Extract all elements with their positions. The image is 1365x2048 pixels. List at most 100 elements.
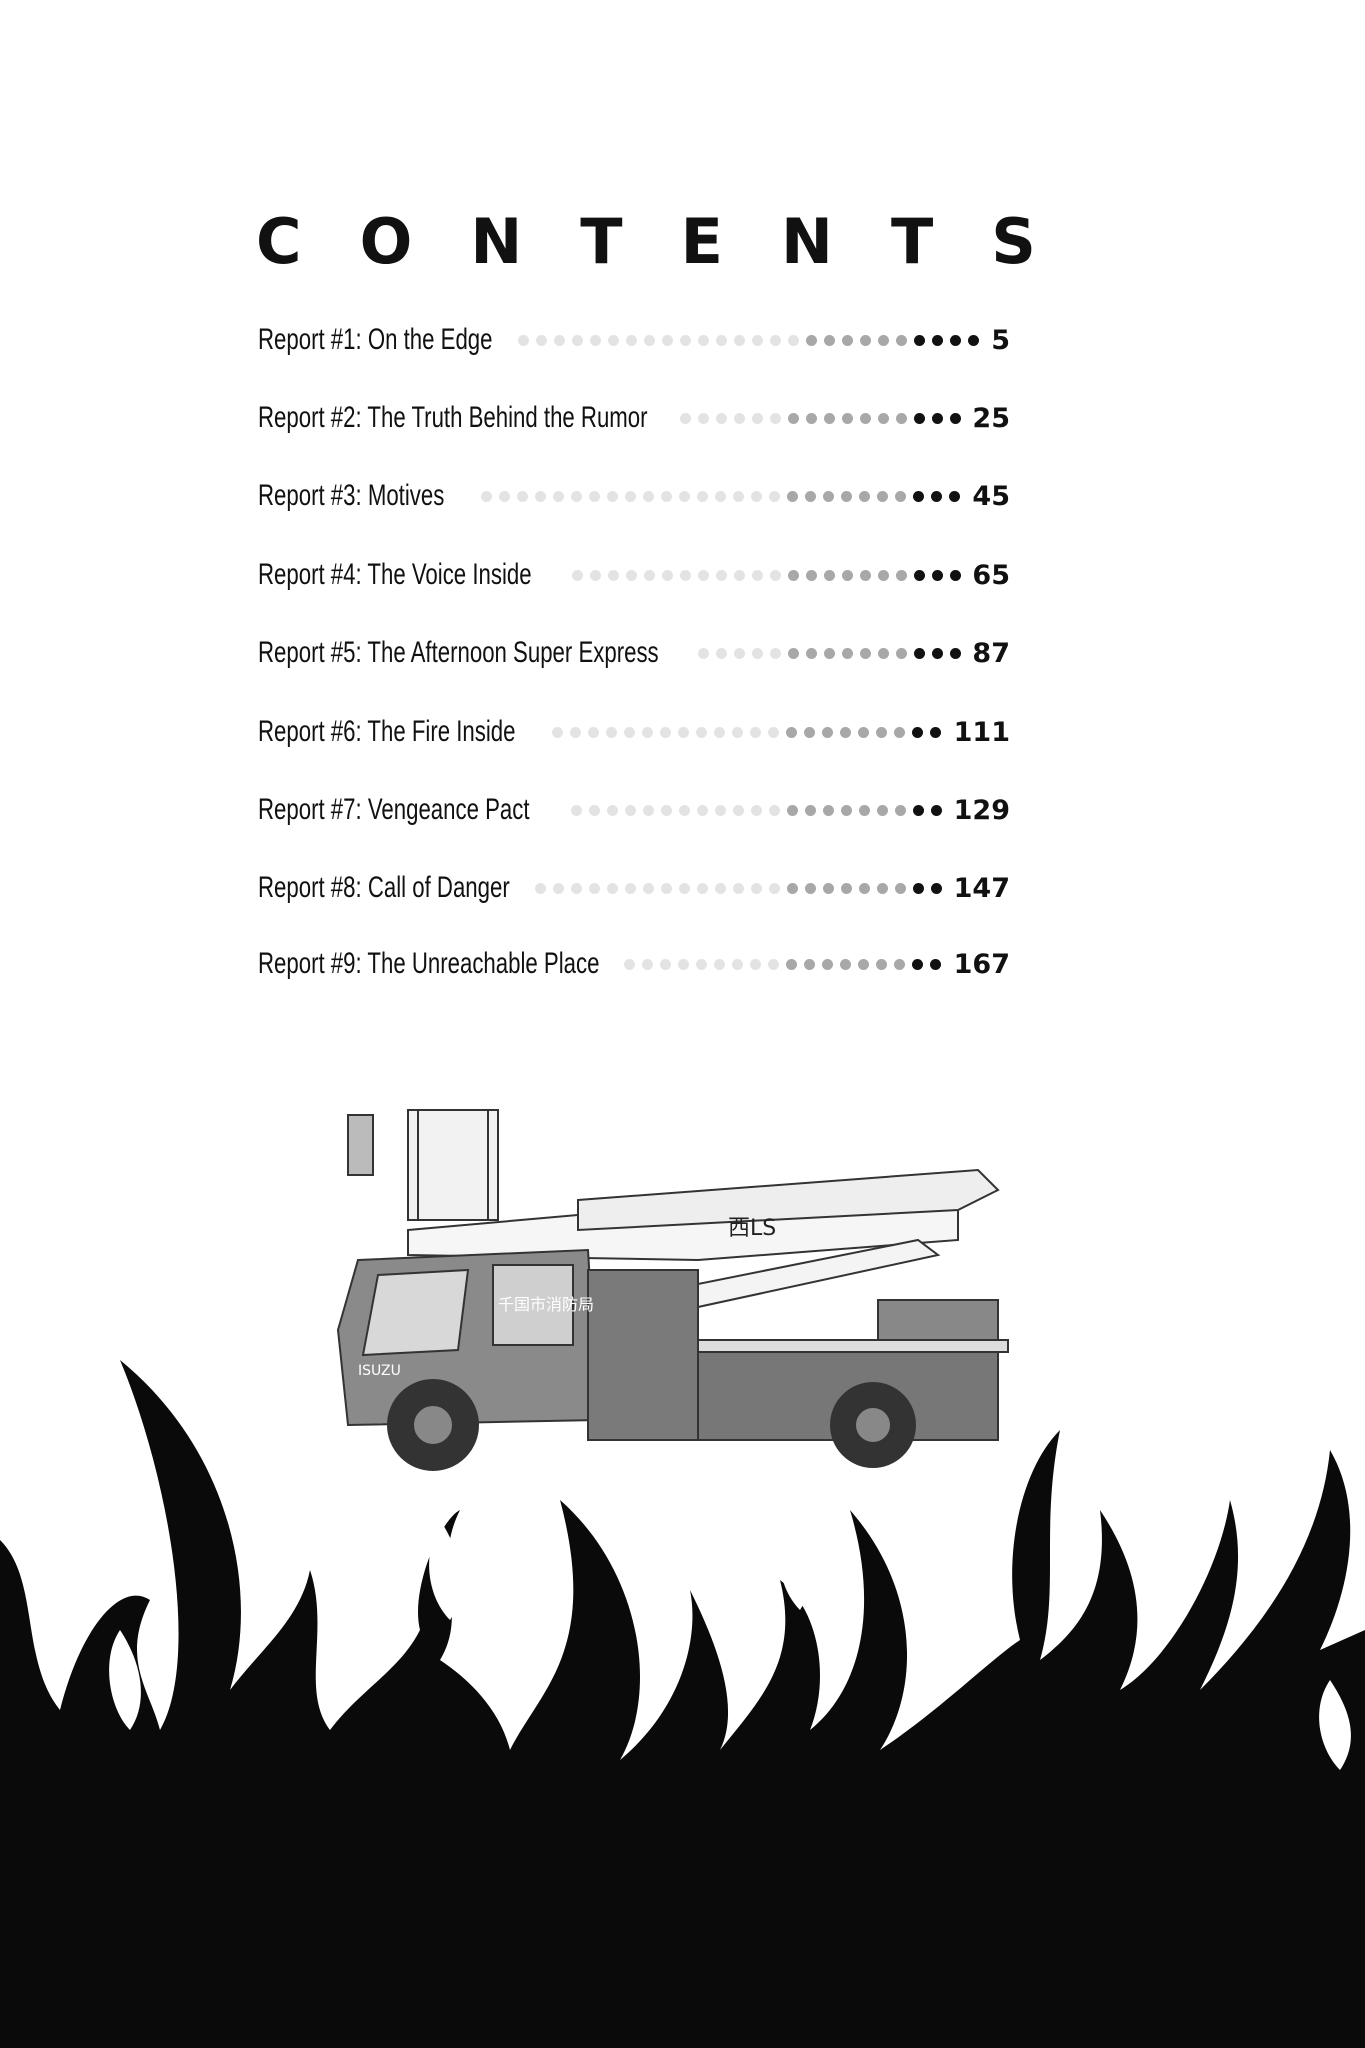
entry-page-number: 5 [991, 324, 1010, 356]
leader-dot [912, 959, 924, 970]
leader-dot [750, 727, 762, 738]
leader-dot [786, 883, 798, 894]
leader-dot [734, 335, 746, 346]
leader-dot [697, 491, 709, 502]
leader-dot [858, 883, 870, 894]
leader-dot [643, 491, 655, 502]
entry-page-number: 25 [972, 402, 1010, 434]
leader-dot [752, 335, 764, 346]
leader-dot [822, 805, 834, 816]
leader-dot [570, 727, 582, 738]
toc-entry[interactable]: Report #1: On the Edge 5 [258, 320, 1010, 360]
leader-dot [662, 335, 674, 346]
leader-dot [644, 335, 656, 346]
leader-dot [858, 959, 870, 970]
leader-dot [859, 648, 871, 659]
leader-dot [679, 413, 691, 424]
toc-entry[interactable]: Report #3: Motives 45 [258, 476, 1010, 516]
entry-title: Report #8: Call of Danger [258, 871, 510, 904]
title-letter: T [890, 205, 934, 278]
leader-dot [696, 959, 708, 970]
brand-text: ISUZU [358, 1363, 401, 1379]
leader-dot [661, 491, 673, 502]
leader-dot [822, 883, 834, 894]
leader-dot [554, 335, 566, 346]
leader-dot [877, 570, 889, 581]
leader-dot [823, 413, 835, 424]
dot-leader [673, 633, 961, 673]
leader-dot [841, 648, 853, 659]
leader-dot [750, 883, 762, 894]
entry-page-number: 167 [953, 948, 1010, 980]
toc-entry[interactable]: Report #9: The Unreachable Place 167 [258, 944, 1010, 984]
title-letter: E [680, 205, 723, 278]
leader-dot [913, 648, 925, 659]
leader-dot [660, 805, 672, 816]
leader-dot [660, 727, 672, 738]
leader-dot [750, 805, 762, 816]
leader-dot [697, 648, 709, 659]
leader-dot [751, 570, 763, 581]
leader-dot [678, 727, 690, 738]
entry-page-number: 65 [972, 559, 1010, 591]
leader-dot [714, 727, 726, 738]
leader-dot [858, 805, 870, 816]
boom-text: 西LS [728, 1216, 776, 1241]
leader-dot [588, 883, 600, 894]
leader-dot [804, 805, 816, 816]
leader-dot [733, 648, 745, 659]
leader-dot [931, 648, 943, 659]
leader-dot [895, 570, 907, 581]
leader-dot [786, 727, 798, 738]
leader-dot [786, 959, 798, 970]
leader-dot [769, 648, 781, 659]
leader-dot [590, 335, 602, 346]
leader-dot [769, 491, 781, 502]
leader-dot [714, 805, 726, 816]
leader-dot [751, 413, 763, 424]
title-letter: N [470, 205, 523, 278]
entry-title: Report #9: The Unreachable Place [258, 947, 600, 980]
leader-dot [679, 570, 691, 581]
leader-dot [931, 570, 943, 581]
leader-dot [732, 959, 744, 970]
leader-dot [536, 335, 548, 346]
leader-dot [714, 883, 726, 894]
leader-dot [805, 648, 817, 659]
leader-dot [606, 727, 618, 738]
leader-dot [895, 413, 907, 424]
leader-dot [678, 959, 690, 970]
leader-dot [804, 883, 816, 894]
leader-dot [912, 883, 924, 894]
leader-dot [841, 491, 853, 502]
leader-dot [769, 570, 781, 581]
leader-dot [518, 335, 530, 346]
leader-dot [804, 727, 816, 738]
leader-dot [624, 805, 636, 816]
leader-dot [642, 883, 654, 894]
leader-dot [571, 491, 583, 502]
leader-dot [877, 413, 889, 424]
leader-dot [768, 727, 780, 738]
leader-dot [624, 883, 636, 894]
leader-dot [805, 491, 817, 502]
entry-title: Report #3: Motives [258, 479, 445, 512]
leader-dot [931, 413, 943, 424]
dot-leader [662, 398, 961, 438]
leader-dot [697, 413, 709, 424]
leader-dot [840, 959, 852, 970]
entry-title: Report #1: On the Edge [258, 323, 493, 356]
leader-dot [625, 570, 637, 581]
leader-dot [840, 727, 852, 738]
entry-page-number: 45 [972, 480, 1010, 512]
leader-dot [768, 805, 780, 816]
leader-dot [588, 805, 600, 816]
leader-dot [841, 570, 853, 581]
leader-dot [607, 491, 619, 502]
